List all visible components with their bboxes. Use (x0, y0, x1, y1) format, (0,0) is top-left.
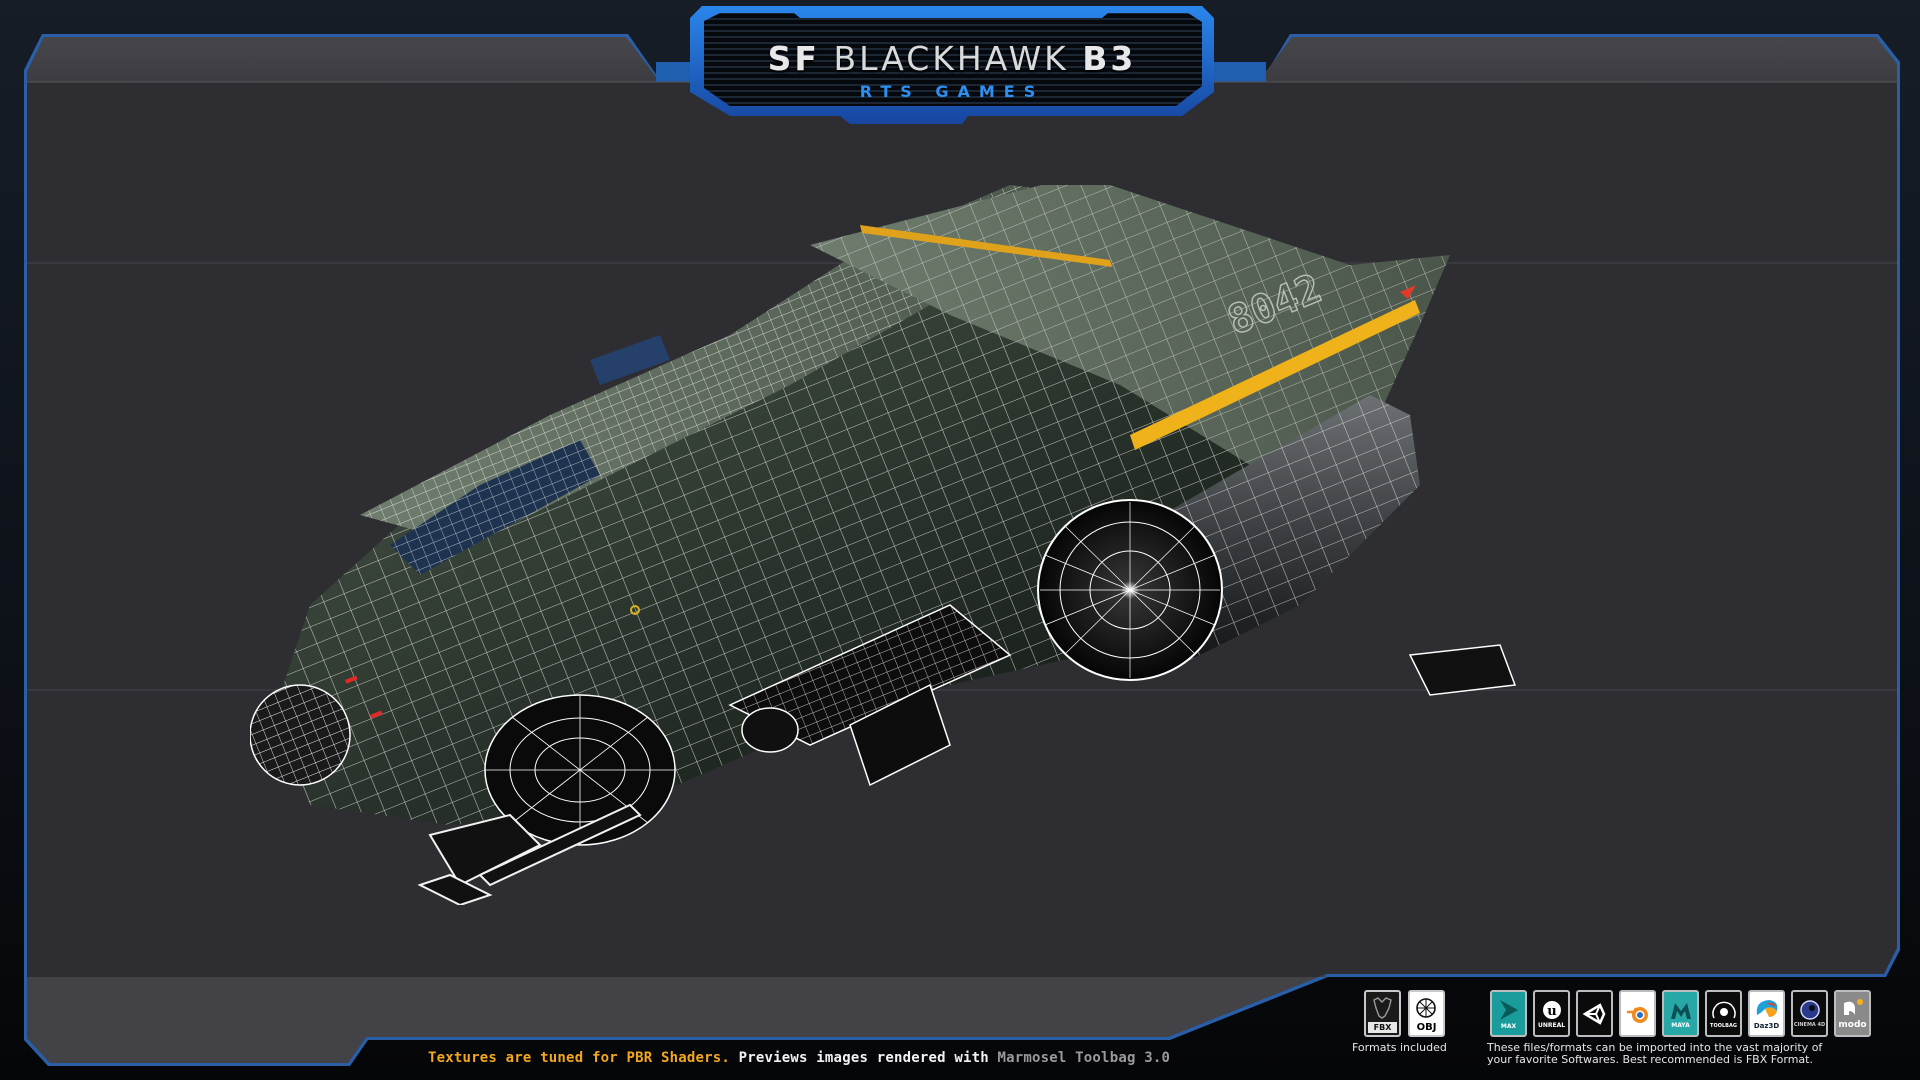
maya-icon: MAYA (1662, 990, 1699, 1037)
fbx-file-icon: FBX (1364, 990, 1401, 1037)
obj-file-icon: OBJ (1408, 990, 1445, 1037)
svg-text:u: u (1547, 1004, 1556, 1019)
title-prefix: SF (767, 39, 820, 78)
title-main: BLACKHAWK (833, 39, 1069, 78)
marmoset-toolbag-icon: TOOLBAG (1705, 990, 1742, 1037)
software-caption-line-1: These files/formats can be imported into… (1487, 1041, 1823, 1054)
render-note: Textures are tuned for PBR Shaders. Prev… (428, 1050, 1170, 1066)
center-cannon (728, 604, 1012, 787)
pbr-note-renderer: Marmosel Toolbag 3.0 (997, 1050, 1171, 1066)
yellow-stripe (1130, 300, 1420, 450)
pbr-note-highlight: Textures are tuned for PBR Shaders. (428, 1050, 731, 1066)
title-plate: SF BLACKHAWK B3 RTS GAMES (690, 6, 1214, 126)
landing-gear (417, 803, 642, 905)
page-subtitle: RTS GAMES (859, 82, 1045, 101)
cinema4d-icon: CINEMA 4D (1791, 990, 1828, 1037)
fbx-label: FBX (1368, 1022, 1397, 1033)
modo-icon: modo (1834, 990, 1871, 1037)
rear-engine (1037, 395, 1517, 696)
software-caption-line-2: your favorite Softwares. Best recommende… (1487, 1053, 1813, 1066)
page-title: SF BLACKHAWK B3 (690, 39, 1214, 78)
daz3d-icon: Daz3D (1748, 990, 1785, 1037)
front-left-pod (250, 684, 351, 786)
software-caption: These files/formats can be imported into… (1487, 1042, 1822, 1066)
blender-icon (1619, 990, 1656, 1037)
obj-label: OBJ (1412, 1022, 1441, 1033)
pbr-note-middle: Previews images rendered with (730, 1050, 998, 1066)
title-plate-frame (690, 6, 1214, 124)
formats-caption: Formats included (1352, 1041, 1447, 1054)
ship-render: 8042 (250, 185, 1517, 905)
3ds-max-icon: MAX (1490, 990, 1527, 1037)
unreal-engine-icon: u UNREAL (1533, 990, 1570, 1037)
title-suffix: B3 (1082, 39, 1137, 78)
unity-icon (1576, 990, 1613, 1037)
